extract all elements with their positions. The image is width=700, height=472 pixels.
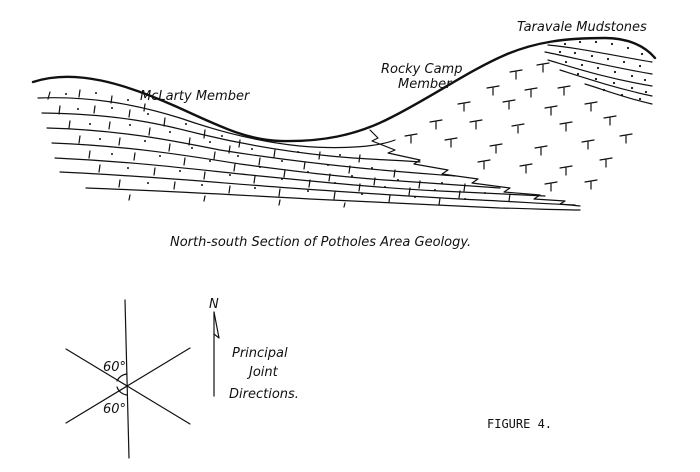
taravale-mudstones bbox=[544, 40, 653, 105]
joint-directions-diagram: 60° 60° N Principal Joint Directions. bbox=[65, 297, 299, 459]
joint-line-nw-se bbox=[65, 348, 191, 425]
taravale-mudstones-label: Taravale Mudstones bbox=[517, 20, 647, 35]
member-contact-line bbox=[369, 129, 581, 207]
section-caption: North-south Section of Potholes Area Geo… bbox=[170, 235, 471, 250]
joint-label-line1: Principal bbox=[232, 346, 288, 361]
north-arrow: N bbox=[209, 297, 220, 397]
joint-line-north-south bbox=[124, 299, 130, 459]
ground-surface-line bbox=[31, 36, 657, 143]
rocky-camp-member-label-line2: Member bbox=[398, 77, 453, 92]
figure-label: FIGURE 4. bbox=[487, 417, 552, 431]
mclarty-member-label: McLarty Member bbox=[140, 89, 251, 104]
angle-arc-upper bbox=[116, 373, 128, 382]
cross-section: McLarty Member Rocky Camp Member Taraval… bbox=[31, 20, 657, 250]
joint-line-ne-sw bbox=[65, 347, 191, 424]
lower-angle-label: 60° bbox=[103, 402, 126, 417]
angle-arc-lower bbox=[116, 386, 128, 396]
joint-label-line2: Joint bbox=[246, 365, 279, 380]
mclarty-dots bbox=[65, 92, 486, 200]
mclarty-member-beds bbox=[37, 97, 581, 211]
joint-label-line3: Directions. bbox=[229, 387, 299, 402]
rocky-camp-member-label: Rocky Camp bbox=[381, 62, 462, 77]
rocky-camp-symbols bbox=[404, 62, 633, 192]
upper-angle-label: 60° bbox=[103, 360, 126, 375]
north-label: N bbox=[209, 297, 219, 312]
mclarty-bedding-marks bbox=[47, 89, 511, 208]
